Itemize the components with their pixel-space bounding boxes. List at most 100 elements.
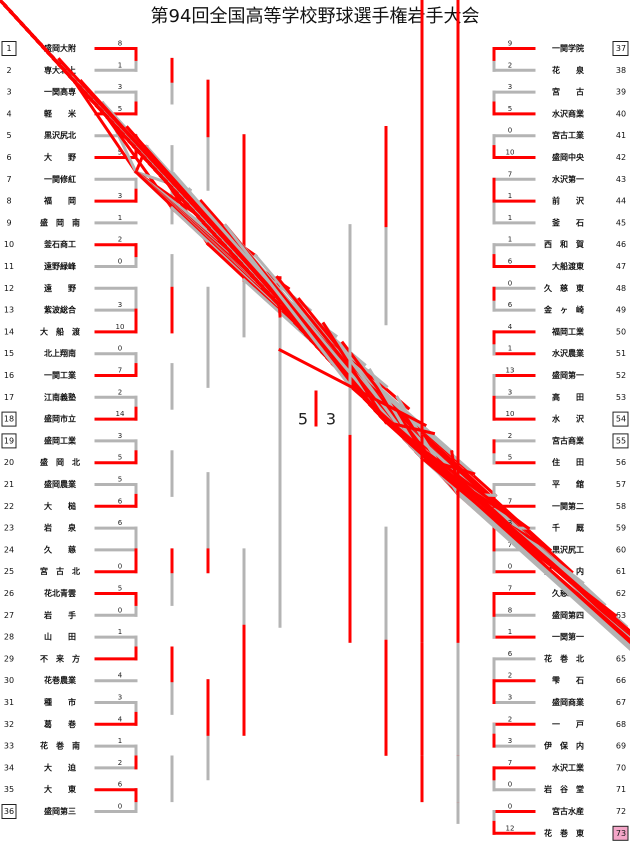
seed-number: 36 bbox=[4, 807, 14, 816]
team-name: 一関高専 bbox=[44, 87, 76, 97]
seed-number: 68 bbox=[616, 720, 626, 729]
seed-number: 18 bbox=[4, 415, 14, 424]
score-label: 13 bbox=[506, 367, 515, 375]
seed-number: 34 bbox=[4, 763, 14, 772]
score-label: 0 bbox=[118, 345, 122, 353]
score-label: 10 bbox=[506, 410, 515, 418]
seed-number: 12 bbox=[4, 284, 14, 293]
seed-number: 52 bbox=[616, 371, 626, 380]
score-label: 7 bbox=[508, 585, 512, 593]
score-label: 1 bbox=[508, 214, 512, 222]
seed-number: 11 bbox=[4, 262, 14, 271]
score-label: 7 bbox=[508, 497, 512, 505]
score-label: 8 bbox=[508, 606, 512, 614]
seed-number: 51 bbox=[616, 349, 626, 358]
team-name: 不 来 方 bbox=[40, 653, 80, 663]
score-label: 2 bbox=[118, 388, 122, 396]
seed-number: 43 bbox=[616, 175, 626, 184]
team-name: 花 泉 bbox=[552, 65, 585, 75]
seed-number: 55 bbox=[616, 436, 626, 445]
team-name: 雫 石 bbox=[552, 675, 584, 685]
team-name: 金 ヶ 崎 bbox=[543, 305, 584, 315]
team-name: 西 和 賀 bbox=[544, 239, 584, 249]
team-name: 福岡工業 bbox=[551, 326, 585, 336]
team-name: 盛岡第四 bbox=[552, 610, 584, 620]
seed-number: 10 bbox=[4, 240, 14, 249]
bracket-line bbox=[383, 419, 630, 645]
score-label: 3 bbox=[508, 519, 512, 527]
seed-number: 29 bbox=[4, 654, 14, 663]
team-name: 伊 保 内 bbox=[543, 741, 584, 751]
team-name: 福 岡 bbox=[43, 196, 76, 206]
seed-number: 31 bbox=[4, 698, 14, 707]
team-name: 釜 石 bbox=[551, 217, 584, 227]
team-name: 岩 谷 堂 bbox=[543, 784, 584, 794]
score-label: 5 bbox=[508, 105, 512, 113]
score-label: 5 bbox=[118, 149, 122, 157]
seed-number: 71 bbox=[616, 785, 626, 794]
team-name: 山 田 bbox=[44, 632, 76, 642]
seed-box bbox=[612, 41, 629, 56]
score-label: 6 bbox=[118, 781, 123, 789]
team-name: 盛 岡 南 bbox=[40, 217, 80, 227]
score-label: 3 bbox=[508, 694, 512, 702]
team-name: 水沢第一 bbox=[551, 174, 584, 184]
team-name: 前 沢 bbox=[552, 196, 585, 206]
score-label: 5 bbox=[508, 454, 512, 462]
seed-box bbox=[1, 41, 17, 56]
score-label: 10 bbox=[506, 149, 515, 157]
team-name: 軽 米 bbox=[44, 108, 77, 118]
score-label: 9 bbox=[508, 40, 512, 48]
team-name: 住 田 bbox=[552, 457, 584, 467]
team-name: 水沢工業 bbox=[551, 762, 585, 772]
score-label: 2 bbox=[508, 715, 512, 723]
seed-box bbox=[1, 433, 17, 449]
seed-number: 14 bbox=[4, 327, 14, 336]
team-name: 水沢商業 bbox=[551, 108, 585, 118]
seed-number: 45 bbox=[616, 218, 626, 227]
score-label: 0 bbox=[508, 127, 512, 135]
seed-number: 42 bbox=[616, 153, 626, 162]
team-name: 花巻農業 bbox=[44, 675, 77, 685]
team-name: 黒沢尻工 bbox=[552, 544, 584, 554]
seed-number: 13 bbox=[4, 306, 14, 315]
team-name: 大 野 bbox=[44, 152, 76, 162]
score-label: 3 bbox=[118, 694, 122, 702]
score-label: 2 bbox=[118, 236, 122, 244]
score-label: 5 bbox=[118, 454, 122, 462]
team-name: 高 田 bbox=[552, 392, 584, 402]
team-name: 専大北上 bbox=[44, 65, 76, 75]
team-name: 一関第二 bbox=[552, 501, 584, 511]
seed-box bbox=[612, 411, 629, 427]
team-name: 宮古水産 bbox=[552, 806, 584, 816]
seed-number: 9 bbox=[6, 218, 11, 227]
seed-number: 37 bbox=[616, 44, 626, 53]
team-name: 遠 野 bbox=[44, 283, 76, 293]
score-label: 1 bbox=[118, 61, 122, 69]
seed-number: 62 bbox=[616, 589, 626, 598]
seed-number: 66 bbox=[616, 676, 626, 685]
team-name: 盛岡商業 bbox=[552, 697, 585, 707]
seed-number: 67 bbox=[616, 698, 626, 707]
bracket-line bbox=[277, 347, 428, 428]
score-label: 0 bbox=[508, 803, 512, 811]
seed-number: 35 bbox=[4, 785, 14, 794]
seed-number: 19 bbox=[4, 436, 14, 445]
team-name: 千 厩 bbox=[552, 523, 584, 533]
score-label: 1 bbox=[508, 192, 512, 200]
bracket-line bbox=[455, 491, 630, 649]
seed-number: 60 bbox=[616, 545, 626, 554]
team-name: 葛 巻 bbox=[43, 719, 76, 729]
seed-number: 15 bbox=[4, 349, 14, 358]
seed-number: 54 bbox=[616, 415, 626, 424]
score-label: 3 bbox=[118, 432, 122, 440]
team-name: 久 慈 bbox=[43, 544, 76, 554]
bracket-line bbox=[223, 223, 353, 389]
bracket-line bbox=[419, 455, 630, 642]
team-name: 種 市 bbox=[44, 697, 76, 707]
team-name: 盛岡工業 bbox=[44, 435, 77, 445]
score-label: 6 bbox=[118, 497, 123, 505]
score-label: 6 bbox=[508, 258, 513, 266]
team-name: 北上翔南 bbox=[44, 348, 76, 358]
team-name: 大 船 渡 bbox=[40, 326, 81, 336]
